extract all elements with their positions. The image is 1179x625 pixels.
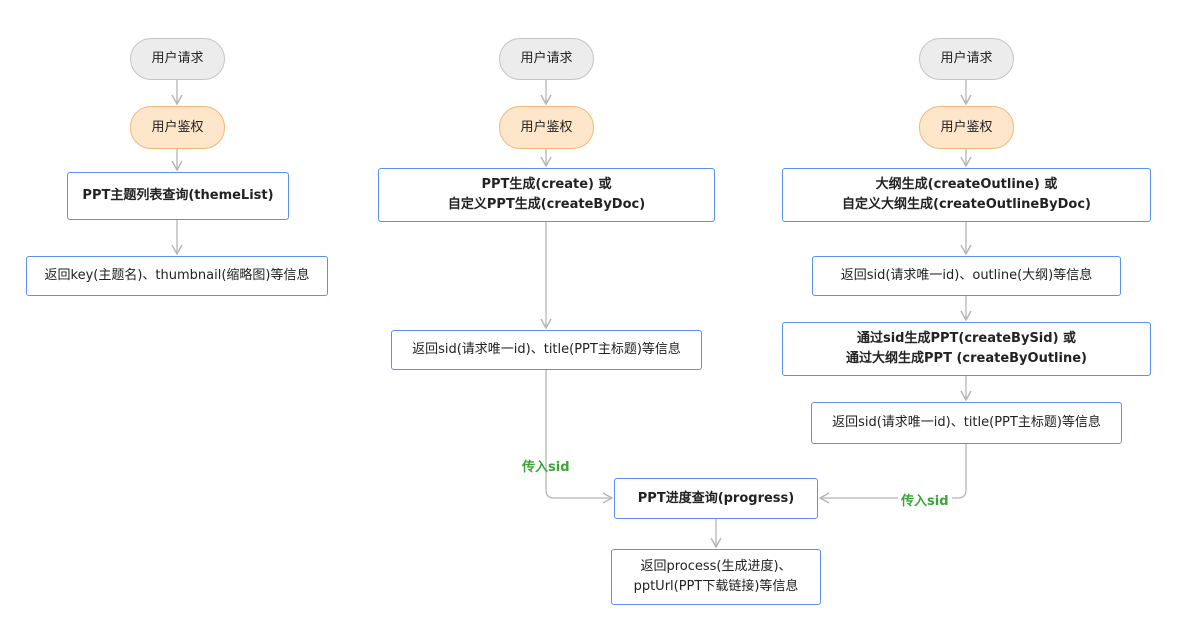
c2-user-auth-label: 用户鉴权 [520,119,573,135]
c3-generate-line-1: 通过sid生成PPT(createBySid) 或 [856,331,1077,346]
c1-result-line: 返回key(主题名)、thumbnail(缩略图)等信息 [44,268,310,283]
c1-theme-result-node: 返回key(主题名)、thumbnail(缩略图)等信息 [26,256,328,296]
edge-c3-result-progress [818,444,967,504]
pass-sid-left-label: 传入sid [522,460,570,475]
progress-query-node: PPT进度查询(progress) [614,478,818,519]
progress-result-line-1: 返回process(生成进度)、 [640,559,792,574]
c1-user-auth-label: 用户鉴权 [151,119,204,135]
c3-user-auth-node: 用户鉴权 [919,106,1014,149]
c1-user-auth-node: 用户鉴权 [130,106,225,149]
c2-action-line-2: 自定义PPT生成(createByDoc) [447,197,646,212]
pass-sid-right-label: 传入sid [898,490,952,509]
c1-theme-list-query-node: PPT主题列表查询(themeList) [67,172,289,220]
progress-result-node: 返回process(生成进度)、 pptUrl(PPT下载链接)等信息 [611,549,821,605]
c3-user-auth-label: 用户鉴权 [940,119,993,135]
c2-create-result-node: 返回sid(请求唯一id)、title(PPT主标题)等信息 [391,330,702,370]
c3-ppt-generate-node: 通过sid生成PPT(createBySid) 或 通过大纲生成PPT (cre… [782,322,1151,376]
c3-user-request-label: 用户请求 [940,51,993,66]
progress-query-label: PPT进度查询(progress) [637,490,795,506]
c1-action-line: PPT主题列表查询(themeList) [82,188,274,203]
c2-user-auth-node: 用户鉴权 [499,106,594,149]
c3-outline-create-node: 大纲生成(createOutline) 或 自定义大纲生成(createOutl… [782,168,1151,222]
edge-c2-result-progress [545,370,614,504]
progress-result-line-2: pptUrl(PPT下载链接)等信息 [633,579,799,594]
c3-outline-result-node: 返回sid(请求唯一id)、outline(大纲)等信息 [812,256,1121,296]
c2-action-line-1: PPT生成(create) 或 [481,177,612,192]
c3-action-line-2: 自定义大纲生成(createOutlineByDoc) [842,197,1091,212]
c3-generate-line-2: 通过大纲生成PPT (createByOutline) [846,351,1087,366]
c3-generate-result-node: 返回sid(请求唯一id)、title(PPT主标题)等信息 [811,402,1122,444]
c2-user-request-node: 用户请求 [499,38,594,80]
c2-ppt-create-node: PPT生成(create) 或 自定义PPT生成(createByDoc) [378,168,715,222]
c3-user-request-node: 用户请求 [919,38,1014,80]
c1-user-request-node: 用户请求 [130,38,225,80]
c3-action-line-1: 大纲生成(createOutline) 或 [875,177,1058,192]
c1-user-request-label: 用户请求 [151,51,204,66]
c3-result-line: 返回sid(请求唯一id)、title(PPT主标题)等信息 [832,415,1101,430]
c2-result-line: 返回sid(请求唯一id)、title(PPT主标题)等信息 [412,342,681,357]
c2-user-request-label: 用户请求 [520,51,573,66]
c3-outline-result-line: 返回sid(请求唯一id)、outline(大纲)等信息 [840,268,1093,283]
